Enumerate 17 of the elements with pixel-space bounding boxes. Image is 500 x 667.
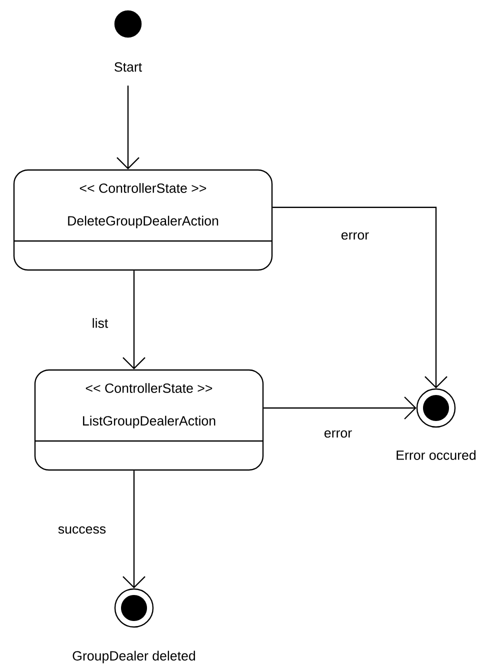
- edge-label: error: [322, 429, 354, 439]
- state-label: Error occured: [396, 450, 476, 460]
- final-state: [114, 588, 154, 628]
- arrow: [264, 396, 416, 420]
- edge-label: success: [56, 525, 108, 535]
- final-state: [416, 388, 456, 428]
- edge-label: list: [90, 316, 110, 330]
- state-label: GroupDealer deleted: [72, 650, 195, 664]
- arrow: [122, 470, 146, 588]
- edge-label: error: [340, 231, 370, 241]
- state-box: << ControllerState >> DeleteGroupDealerAction: [13, 169, 273, 271]
- arrow: [272, 206, 448, 388]
- state-box: << ControllerState >> ListGroupDealerAction: [34, 369, 264, 471]
- initial-state: [114, 10, 142, 38]
- arrow: [116, 86, 140, 170]
- arrow: [122, 270, 146, 370]
- state-label: Start: [114, 62, 142, 72]
